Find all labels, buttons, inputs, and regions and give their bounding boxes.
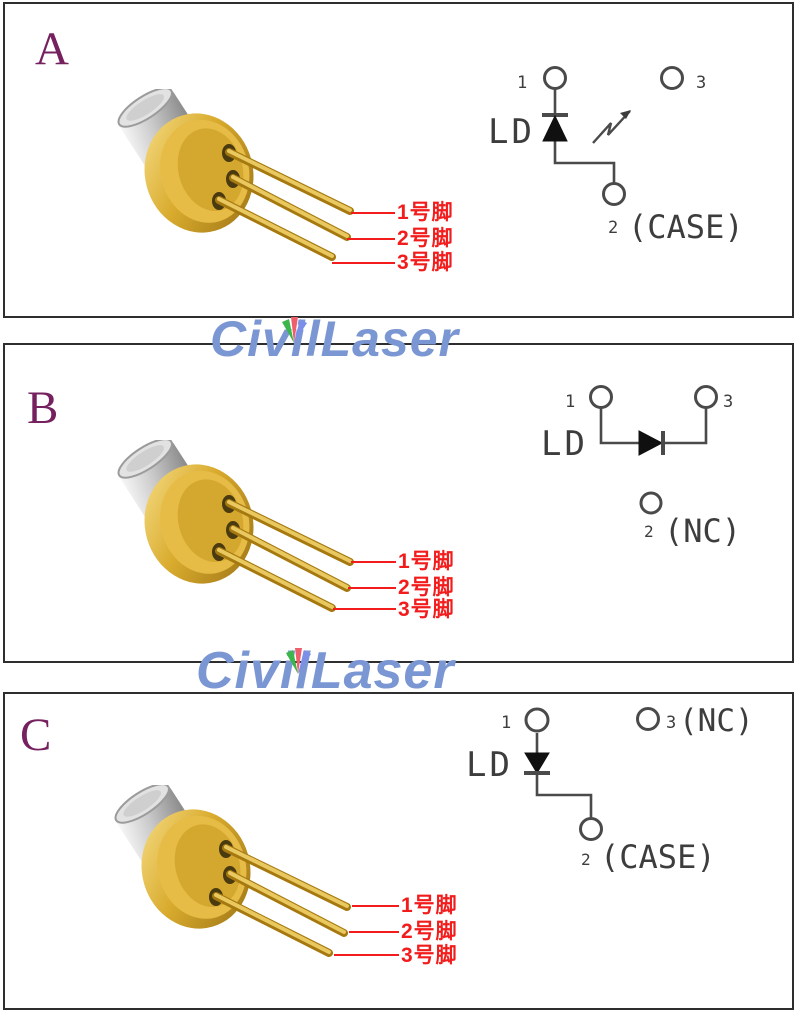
pinout-circuit-diagram-c: 1 3 (NC) LD 2 (CASE) bbox=[466, 703, 754, 876]
circuit-pin3-number: 3 bbox=[696, 73, 706, 93]
pin3-callout-label: 3号脚 bbox=[401, 944, 458, 967]
laser-output-arrow bbox=[592, 110, 631, 144]
circuit-pin3-number: 3 bbox=[723, 392, 733, 412]
pin3-terminal bbox=[660, 66, 684, 90]
pin3-callout-label: 3号脚 bbox=[398, 598, 455, 621]
rgb-fan-icon bbox=[282, 317, 307, 343]
circuit-pin2-number: 2 bbox=[644, 522, 654, 541]
pin3-callout-line bbox=[334, 954, 399, 956]
circuit-pin1-number: 1 bbox=[565, 392, 575, 412]
pin2-callout-line bbox=[347, 238, 395, 240]
civillaser-watermark: CivilLaser bbox=[196, 645, 455, 697]
pin2-callout-line bbox=[349, 931, 399, 933]
civillaser-logo-text: CivilLaser bbox=[210, 311, 460, 367]
panel-c: C 1号脚 2号脚 3号脚 1 3 (NC) LD 2 (CASE) bbox=[3, 692, 794, 1010]
pin1-terminal bbox=[543, 66, 567, 90]
pin3-callout-line bbox=[332, 262, 395, 264]
pin2-callout-line bbox=[348, 587, 396, 589]
panel-letter-b: B bbox=[27, 382, 59, 434]
panel-a: A 1号脚 2号脚 3号脚 1 3 LD 2 (CASE) bbox=[3, 2, 794, 318]
pin1-callout-line bbox=[351, 561, 396, 563]
pin3-callout-label: 3号脚 bbox=[397, 251, 454, 274]
pin1-callout-label: 1号脚 bbox=[398, 550, 455, 573]
rgb-fan-icon bbox=[286, 648, 311, 674]
circuit-pin1-number: 1 bbox=[501, 713, 511, 733]
civillaser-watermark: CivilLaser bbox=[210, 314, 459, 364]
diode-symbol bbox=[638, 430, 664, 456]
pin1-callout-label: 1号脚 bbox=[397, 201, 454, 224]
pin2-terminal bbox=[579, 817, 603, 841]
circuit-pin3-number: 3 bbox=[666, 713, 676, 733]
pin2-callout-label: 2号脚 bbox=[397, 227, 454, 250]
pin2-note: (CASE) bbox=[600, 838, 716, 876]
pin2-note: (CASE) bbox=[628, 208, 744, 246]
pin1-terminal bbox=[524, 707, 550, 733]
ld-label: LD bbox=[488, 112, 535, 152]
pin2-callout-label: 2号脚 bbox=[398, 576, 455, 599]
circuit-pin2-number: 2 bbox=[608, 218, 618, 238]
civillaser-logo-text: CivilLaser bbox=[196, 642, 455, 700]
ld-label: LD bbox=[541, 424, 588, 464]
pin1-terminal bbox=[589, 385, 613, 409]
pin3-callout-line bbox=[333, 608, 396, 610]
diode-symbol bbox=[524, 752, 550, 774]
pinout-circuit-diagram-a: 1 3 LD 2 (CASE) bbox=[488, 66, 744, 246]
pin1-callout-line bbox=[351, 212, 395, 214]
pin2-terminal bbox=[602, 182, 626, 206]
diode-symbol bbox=[542, 114, 568, 142]
circuit-pin1-number: 1 bbox=[517, 73, 527, 93]
pin2-callout-label: 2号脚 bbox=[401, 920, 458, 943]
pin2-note: (NC) bbox=[664, 512, 741, 550]
panel-letter-c: C bbox=[20, 709, 52, 761]
panel-letter-a: A bbox=[35, 23, 69, 75]
ld-label: LD bbox=[466, 745, 513, 785]
pin1-callout-label: 1号脚 bbox=[401, 894, 458, 917]
circuit-pin2-number: 2 bbox=[581, 850, 591, 869]
panel-b: B 1号脚 2号脚 3号脚 1 3 LD 2 (NC) bbox=[3, 343, 794, 663]
pinout-circuit-diagram-b: 1 3 LD 2 (NC) bbox=[541, 385, 741, 550]
pin3-terminal bbox=[636, 707, 660, 731]
pin1-callout-line bbox=[352, 905, 399, 907]
pin2-terminal bbox=[639, 491, 663, 515]
pin3-note: (NC) bbox=[679, 703, 754, 739]
pin3-terminal bbox=[694, 385, 718, 409]
